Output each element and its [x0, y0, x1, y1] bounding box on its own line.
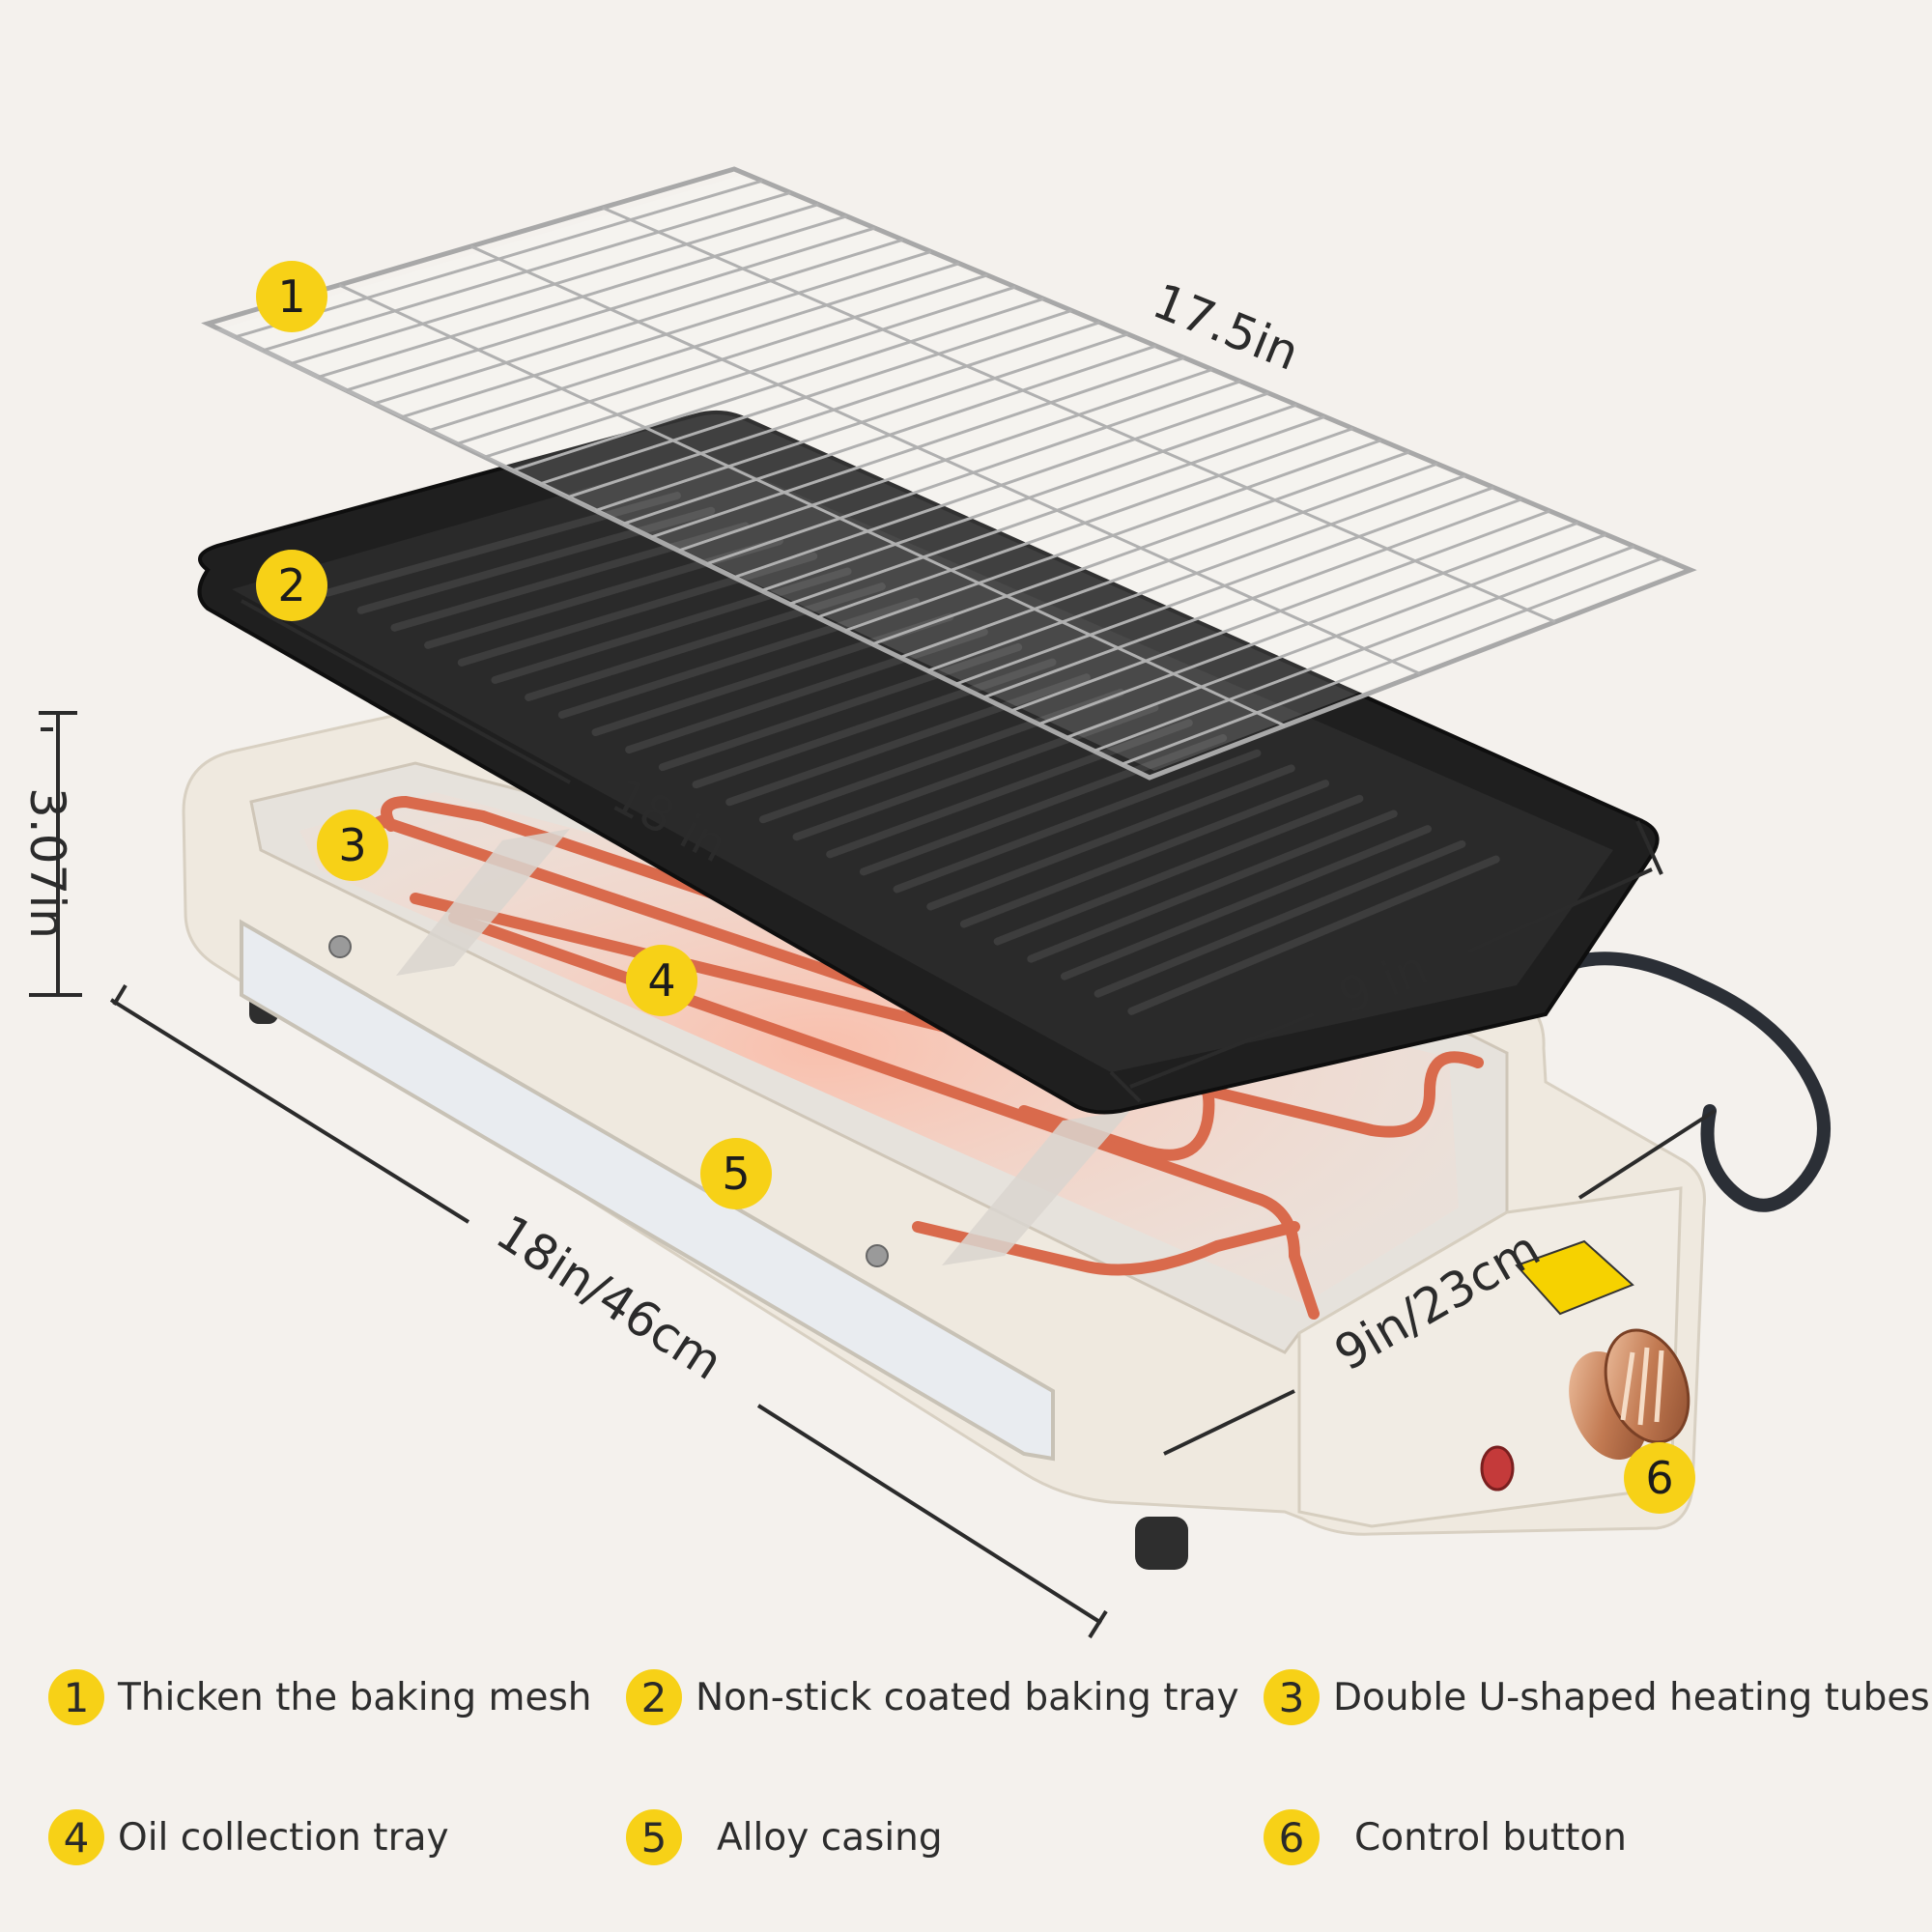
svg-text:5: 5: [722, 1148, 750, 1200]
tray-rib: [792, 703, 1159, 841]
tray-rib: [926, 764, 1295, 911]
legend-badge: 5: [626, 1809, 682, 1865]
tray-rib: [959, 780, 1330, 928]
svg-text:6: 6: [1645, 1452, 1673, 1504]
legend-item-2: 2 Non-stick coated baking tray: [626, 1669, 1239, 1725]
mesh-crossbar: [602, 206, 1556, 624]
legend-item-1: 1 Thicken the baking mesh: [48, 1669, 592, 1725]
baking-mesh: [201, 166, 1697, 781]
tray-rib: [692, 658, 1057, 789]
tray-rib: [658, 642, 1023, 772]
svg-text:1: 1: [277, 270, 305, 323]
warning-sticker: [1515, 1239, 1634, 1316]
callout-badge-3: 3: [317, 810, 388, 881]
tray-rib: [525, 582, 886, 701]
legend-label: Thicken the baking mesh: [118, 1675, 592, 1719]
mesh-crossbar: [338, 283, 1286, 727]
tray-rib: [390, 522, 750, 632]
callout-badge-2: 2: [256, 550, 327, 621]
legend-item-6: 6 Control button: [1264, 1809, 1627, 1865]
tray-rib: [826, 719, 1193, 859]
svg-text:2: 2: [277, 559, 305, 611]
tray-rib: [1127, 855, 1500, 1015]
svg-text:3: 3: [338, 819, 366, 871]
dimension-lines: [29, 599, 1717, 1639]
dim-height: 3.07in: [19, 787, 75, 939]
legend-label: Non-stick coated baking tray: [696, 1675, 1239, 1719]
tray-rib: [457, 552, 818, 667]
tray-rib: [324, 492, 681, 597]
tray-rib: [625, 628, 988, 754]
control-knob: [1569, 1328, 1690, 1461]
legend-badge: 2: [626, 1669, 682, 1725]
tray-rib: [893, 749, 1262, 894]
legend-item-3: 3 Double U-shaped heating tubes: [1264, 1669, 1930, 1725]
legend-badge: 3: [1264, 1669, 1320, 1725]
legend-item-4: 4 Oil collection tray: [48, 1809, 449, 1865]
tray-rib: [1027, 810, 1398, 963]
tray-rib: [557, 597, 921, 719]
tray-rib: [758, 688, 1125, 824]
callout-badge-1: 1: [256, 261, 327, 332]
tray-rib: [993, 794, 1364, 946]
svg-text:4: 4: [647, 954, 675, 1007]
callout-badge-4: 4: [626, 945, 697, 1016]
tray-rib: [1094, 839, 1466, 998]
legend-badge: 1: [48, 1669, 104, 1725]
legend-item-5: 5 Alloy casing: [626, 1809, 943, 1865]
indicator-light: [1480, 1445, 1515, 1492]
legend-label: Oil collection tray: [118, 1815, 449, 1860]
legend-label: Control button: [1354, 1815, 1628, 1860]
power-cord: [1539, 952, 1831, 1212]
alloy-casing: [182, 711, 1706, 1570]
tray-ribs: [324, 492, 1500, 1015]
tray-rib: [725, 673, 1091, 807]
legend-label: Double U-shaped heating tubes: [1333, 1675, 1930, 1719]
tray-rib: [1060, 825, 1433, 980]
callout-badge-5: 5: [700, 1138, 772, 1209]
callout-badge-6: 6: [1624, 1442, 1695, 1514]
mesh-wires: [235, 179, 1663, 766]
baking-tray: [197, 411, 1660, 1115]
mesh-crossbar: [469, 244, 1421, 675]
legend-badge: 6: [1264, 1809, 1320, 1865]
tray-rib: [356, 506, 716, 614]
tray-rib: [491, 567, 852, 684]
legend-badge: 4: [48, 1809, 104, 1865]
legend-label: Alloy casing: [717, 1815, 943, 1860]
tray-rib: [859, 734, 1228, 876]
